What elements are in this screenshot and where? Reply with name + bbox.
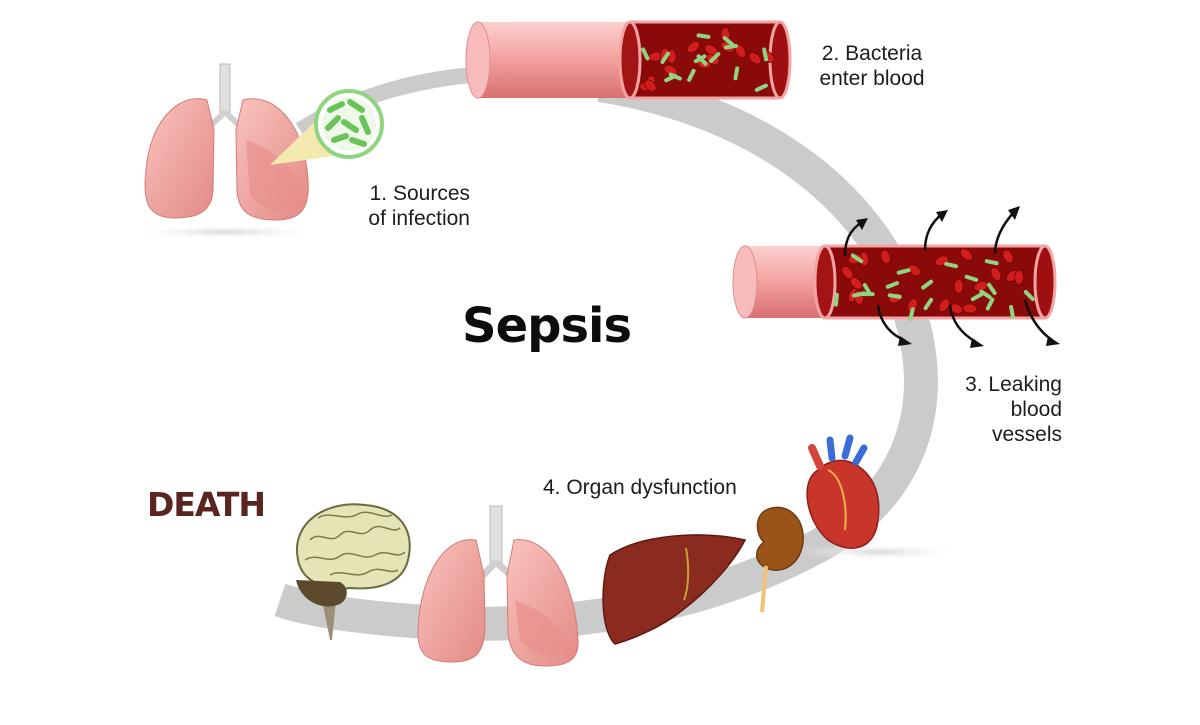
bacterium xyxy=(726,46,736,47)
red-blood-cell xyxy=(963,304,977,313)
red-blood-cell xyxy=(1014,270,1023,284)
blood-vessel-leaking xyxy=(733,246,1055,319)
step-1-label: 1. Sources of infection xyxy=(352,181,470,231)
end-label: DEATH xyxy=(147,485,265,524)
step-2-line-1: 2. Bacteria xyxy=(808,41,936,66)
step-2-line-2: enter blood xyxy=(808,66,936,91)
bacterium xyxy=(699,35,709,36)
step-3-line-1: 3. Leaking xyxy=(944,372,1062,397)
red-blood-cell xyxy=(954,279,963,293)
bacterium xyxy=(946,264,956,266)
bacterium xyxy=(910,309,912,319)
step-1-line-2: of infection xyxy=(352,206,470,231)
bacterium xyxy=(899,270,909,273)
lungs-lower-icon xyxy=(418,506,578,666)
lungs-icon xyxy=(145,64,308,220)
heart-shadow xyxy=(800,544,960,560)
step-1-line-1: 1. Sources xyxy=(352,181,470,206)
step-2-label: 2. Bacteria enter blood xyxy=(808,41,936,91)
diagram-title: Sepsis xyxy=(462,298,631,354)
bacteria-zoom-icon xyxy=(316,91,382,157)
step-3-line-2: blood xyxy=(944,397,1062,422)
arrow-head xyxy=(970,338,984,348)
arrow-head xyxy=(936,210,948,222)
step-3-label: 3. Leaking blood vessels xyxy=(944,372,1062,447)
blood-vessel-bacteria xyxy=(466,22,790,98)
bacterium xyxy=(735,68,737,78)
bacterium xyxy=(764,49,766,59)
step-4-line-1: 4. Organ dysfunction xyxy=(543,475,783,500)
arrow-head xyxy=(1046,336,1060,346)
bacterium xyxy=(890,295,900,297)
step-4-label: 4. Organ dysfunction xyxy=(543,475,783,500)
step-3-line-3: vessels xyxy=(944,422,1062,447)
bacterium xyxy=(1011,307,1013,317)
lungs-shadow xyxy=(130,225,320,239)
kidney-icon xyxy=(757,507,803,612)
bacterium xyxy=(987,261,997,263)
bacterium xyxy=(836,295,837,305)
